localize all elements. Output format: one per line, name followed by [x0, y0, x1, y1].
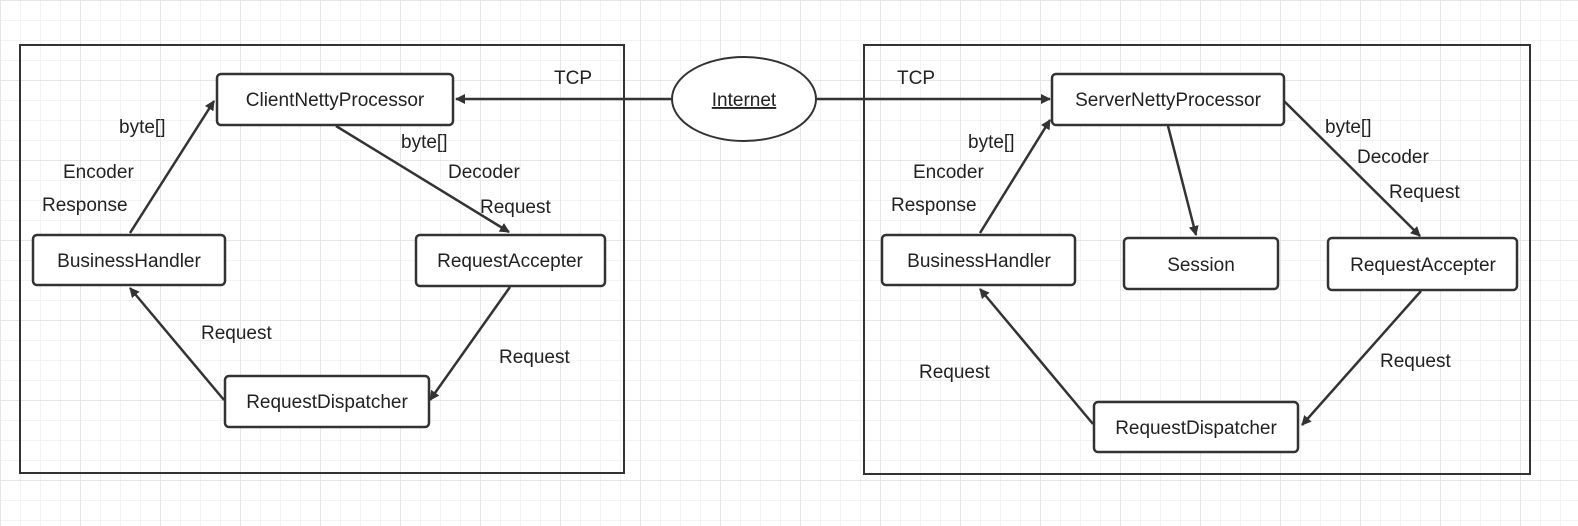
server-edge-dispatcher-to-handler [979, 288, 1094, 425]
server-edge-handler-to-processor [978, 119, 1052, 234]
client-decoder-label: Decoder [448, 162, 520, 183]
client-business-handler-node[interactable]: BusinessHandler [31, 233, 227, 287]
server-container [863, 44, 1531, 475]
server-response-label: Response [891, 195, 977, 216]
server-decoded-request-label: Request [1389, 182, 1460, 203]
client-edge-accepter-to-dispatcher [428, 286, 512, 401]
client-response-label: Response [42, 195, 128, 216]
client-container [19, 44, 625, 474]
internet-node[interactable]: Internet [671, 56, 817, 142]
server-session-label: Session [1167, 255, 1235, 276]
server-session-node[interactable]: Session [1122, 236, 1280, 291]
internet-label: Internet [712, 90, 777, 111]
server-business-handler-label: BusinessHandler [907, 251, 1051, 272]
server-decode-bytes-label: byte[] [1325, 117, 1371, 138]
client-request-dispatcher-node[interactable]: RequestDispatcher [223, 374, 431, 429]
server-encode-bytes-label: byte[] [968, 132, 1014, 153]
client-edge-dispatcher-to-handler [129, 287, 225, 401]
server-request-dispatcher-node[interactable]: RequestDispatcher [1092, 400, 1300, 454]
client-decode-bytes-label: byte[] [401, 132, 447, 153]
client-accepter-to-dispatcher-label: Request [499, 347, 570, 368]
server-request-dispatcher-label: RequestDispatcher [1115, 418, 1277, 439]
client-request-dispatcher-label: RequestDispatcher [246, 392, 408, 413]
server-edge-accepter-to-dispatcher [1301, 290, 1422, 426]
client-edge-processor-to-accepter [335, 124, 510, 234]
client-netty-processor-node[interactable]: ClientNettyProcessor [215, 72, 455, 127]
server-request-accepter-label: RequestAccepter [1350, 255, 1496, 276]
server-decoder-label: Decoder [1357, 147, 1429, 168]
server-encoder-label: Encoder [913, 162, 984, 183]
server-tcp-label: TCP [897, 68, 935, 89]
server-dispatcher-to-handler-label: Request [919, 362, 990, 383]
server-request-accepter-node[interactable]: RequestAccepter [1326, 236, 1519, 292]
client-request-accepter-node[interactable]: RequestAccepter [414, 233, 607, 288]
client-encoder-label: Encoder [63, 162, 134, 183]
server-edge-processor-to-session [1166, 125, 1199, 236]
client-netty-processor-label: ClientNettyProcessor [246, 90, 425, 111]
server-business-handler-node[interactable]: BusinessHandler [880, 233, 1077, 287]
server-edge-processor-to-accepter [1283, 100, 1421, 237]
client-decoded-request-label: Request [480, 197, 551, 218]
client-business-handler-label: BusinessHandler [57, 251, 201, 272]
server-netty-processor-node[interactable]: ServerNettyProcessor [1050, 72, 1286, 127]
client-encode-bytes-label: byte[] [119, 117, 165, 138]
server-netty-processor-label: ServerNettyProcessor [1075, 90, 1262, 111]
client-dispatcher-to-handler-label: Request [201, 323, 272, 344]
client-tcp-label: TCP [554, 68, 592, 89]
client-request-accepter-label: RequestAccepter [437, 251, 583, 272]
client-edge-handler-to-processor [128, 100, 216, 234]
server-accepter-to-dispatcher-label: Request [1380, 351, 1451, 372]
